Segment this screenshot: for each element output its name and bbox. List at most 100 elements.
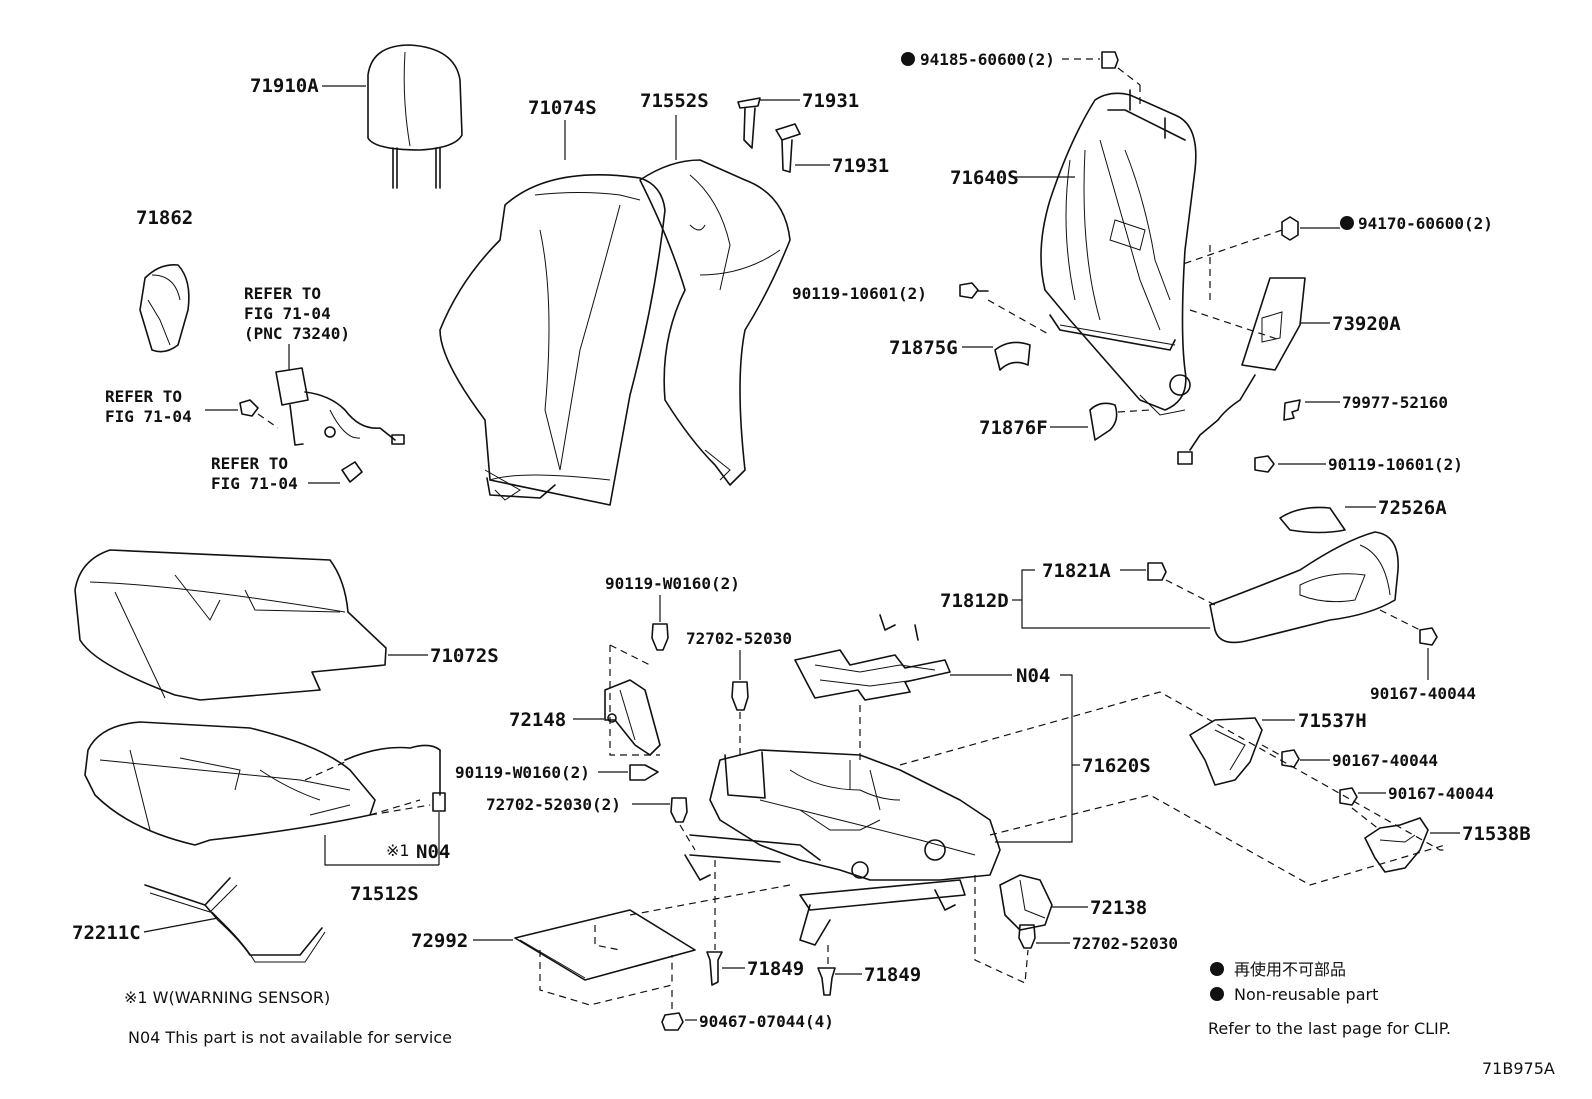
refer-1-line2: FIG 71-04 [244, 304, 331, 323]
bolt-71849-b [817, 967, 836, 996]
nut-refer [239, 399, 259, 417]
label-71537H: 71537H [1298, 710, 1367, 732]
bolt-90119-lower [1254, 455, 1275, 473]
bolt-94170 [1281, 216, 1299, 241]
refer-3-line2: FIG 71-04 [211, 474, 298, 493]
label-71620S: 71620S [1082, 755, 1151, 777]
part-71876F [1089, 402, 1118, 441]
seatback-frame [1040, 89, 1197, 416]
seat-cushion-cover [74, 549, 387, 701]
label-90119-W0160-b: 90119-W0160(2) [455, 763, 590, 782]
label-71931-upper: 71931 [802, 90, 859, 112]
label-72702-52030-a: 72702-52030 [686, 629, 792, 648]
cushion-shield [1209, 531, 1399, 644]
label-72526A: 72526A [1378, 497, 1447, 519]
bolt-90119-upper [959, 282, 979, 299]
label-90167-40044-b: 90167-40044 [1332, 751, 1438, 770]
refer-1-line3: (PNC 73240) [244, 324, 350, 343]
non-reusable-legend-mark [1210, 987, 1224, 1001]
refer-2-line2: FIG 71-04 [105, 407, 192, 426]
label-90119-10601-lower: 90119-10601(2) [1328, 455, 1463, 474]
knob-72526A [1279, 506, 1346, 534]
label-71910A: 71910A [250, 75, 319, 97]
note-warning-sensor: ※1 W(WARNING SENSOR) [124, 988, 330, 1007]
seatback-pad [639, 159, 791, 486]
label-N04-sensor: N04 [416, 841, 450, 863]
bolt-94185 [1101, 51, 1119, 69]
bolt-72702-b [670, 797, 688, 823]
mat-72992 [514, 909, 696, 981]
label-71862: 71862 [136, 207, 193, 229]
seat-cushion-pad [84, 721, 376, 846]
bolt-90167-b [1281, 749, 1300, 768]
label-73920A: 73920A [1332, 313, 1401, 335]
label-90167-40044-a: 90167-40044 [1370, 684, 1476, 703]
label-94170-60600: 94170-60600(2) [1358, 214, 1493, 233]
note-clip: Refer to the last page for CLIP. [1208, 1019, 1451, 1038]
wire-72211C [144, 877, 323, 956]
label-71072S: 71072S [430, 645, 499, 667]
seat-frame-track [684, 749, 1001, 946]
bolt-71849-a [706, 951, 723, 986]
clip-71821A [1147, 562, 1167, 581]
refer-1-line1: REFER TO [244, 284, 321, 303]
label-72211C: 72211C [72, 922, 141, 944]
label-72148: 72148 [509, 709, 566, 731]
cover-refer [341, 461, 363, 483]
label-71849-b: 71849 [864, 964, 921, 986]
legend-nonreusable-en: Non-reusable part [1234, 985, 1378, 1004]
clip-79977 [1283, 399, 1301, 421]
clip-71931-upper [737, 97, 761, 149]
bolt-90167-a [1419, 627, 1438, 646]
refer-3-line1: REFER TO [211, 454, 288, 473]
figure-id: 71B975A [1482, 1059, 1555, 1078]
label-71875G: 71875G [889, 337, 958, 359]
mark-1: ※1 [386, 841, 410, 860]
seatbelt-buckle [275, 367, 405, 446]
bolt-90119-W0160-b [629, 764, 659, 781]
part-71538B [1364, 817, 1429, 873]
seatback-cover [439, 174, 666, 506]
label-79977-52160: 79977-52160 [1342, 393, 1448, 412]
label-71812D: 71812D [940, 590, 1009, 612]
label-71512S: 71512S [350, 883, 419, 905]
label-71821A: 71821A [1042, 560, 1111, 582]
label-72992: 72992 [411, 930, 468, 952]
label-N04-spring: N04 [1016, 665, 1050, 687]
label-71538B: 71538B [1462, 823, 1531, 845]
non-reusable-mark [1340, 216, 1354, 230]
part-72138 [999, 874, 1053, 931]
label-90119-W0160-a: 90119-W0160(2) [605, 574, 740, 593]
label-94185-60600: 94185-60600(2) [920, 50, 1055, 69]
label-71876F: 71876F [979, 417, 1048, 439]
non-reusable-legend-mark [1210, 962, 1224, 976]
side-airbag [1177, 277, 1306, 465]
label-72702-52030-b: 72702-52030(2) [486, 795, 621, 814]
part-71537H [1189, 717, 1263, 786]
bracket-72148 [604, 679, 661, 756]
note-n04: N04 This part is not available for servi… [128, 1028, 452, 1047]
non-reusable-mark [901, 52, 915, 66]
bolt-72702-c [1018, 924, 1036, 949]
label-71931-lower: 71931 [832, 155, 889, 177]
bolt-90167-c [1339, 787, 1358, 806]
label-71849-a: 71849 [747, 958, 804, 980]
part-71862 [139, 263, 190, 353]
refer-2-line1: REFER TO [105, 387, 182, 406]
bolt-72702-a [731, 681, 749, 711]
bolt-90119-W0160-a [651, 623, 669, 651]
label-90119-10601-upper: 90119-10601(2) [792, 284, 927, 303]
label-71552S: 71552S [640, 90, 709, 112]
part-71875G [994, 341, 1031, 371]
label-71640S: 71640S [950, 167, 1019, 189]
clip-90467 [661, 1012, 684, 1031]
headrest [367, 44, 463, 189]
legend-nonreusable-jp: 再使用不可部品 [1234, 960, 1346, 979]
label-72702-52030-c: 72702-52030 [1072, 934, 1178, 953]
label-90467-07044: 90467-07044(4) [699, 1012, 834, 1031]
occupant-sensor [344, 744, 446, 812]
clip-71931-lower [775, 123, 801, 173]
label-72138: 72138 [1090, 897, 1147, 919]
seat-spring [794, 614, 951, 701]
